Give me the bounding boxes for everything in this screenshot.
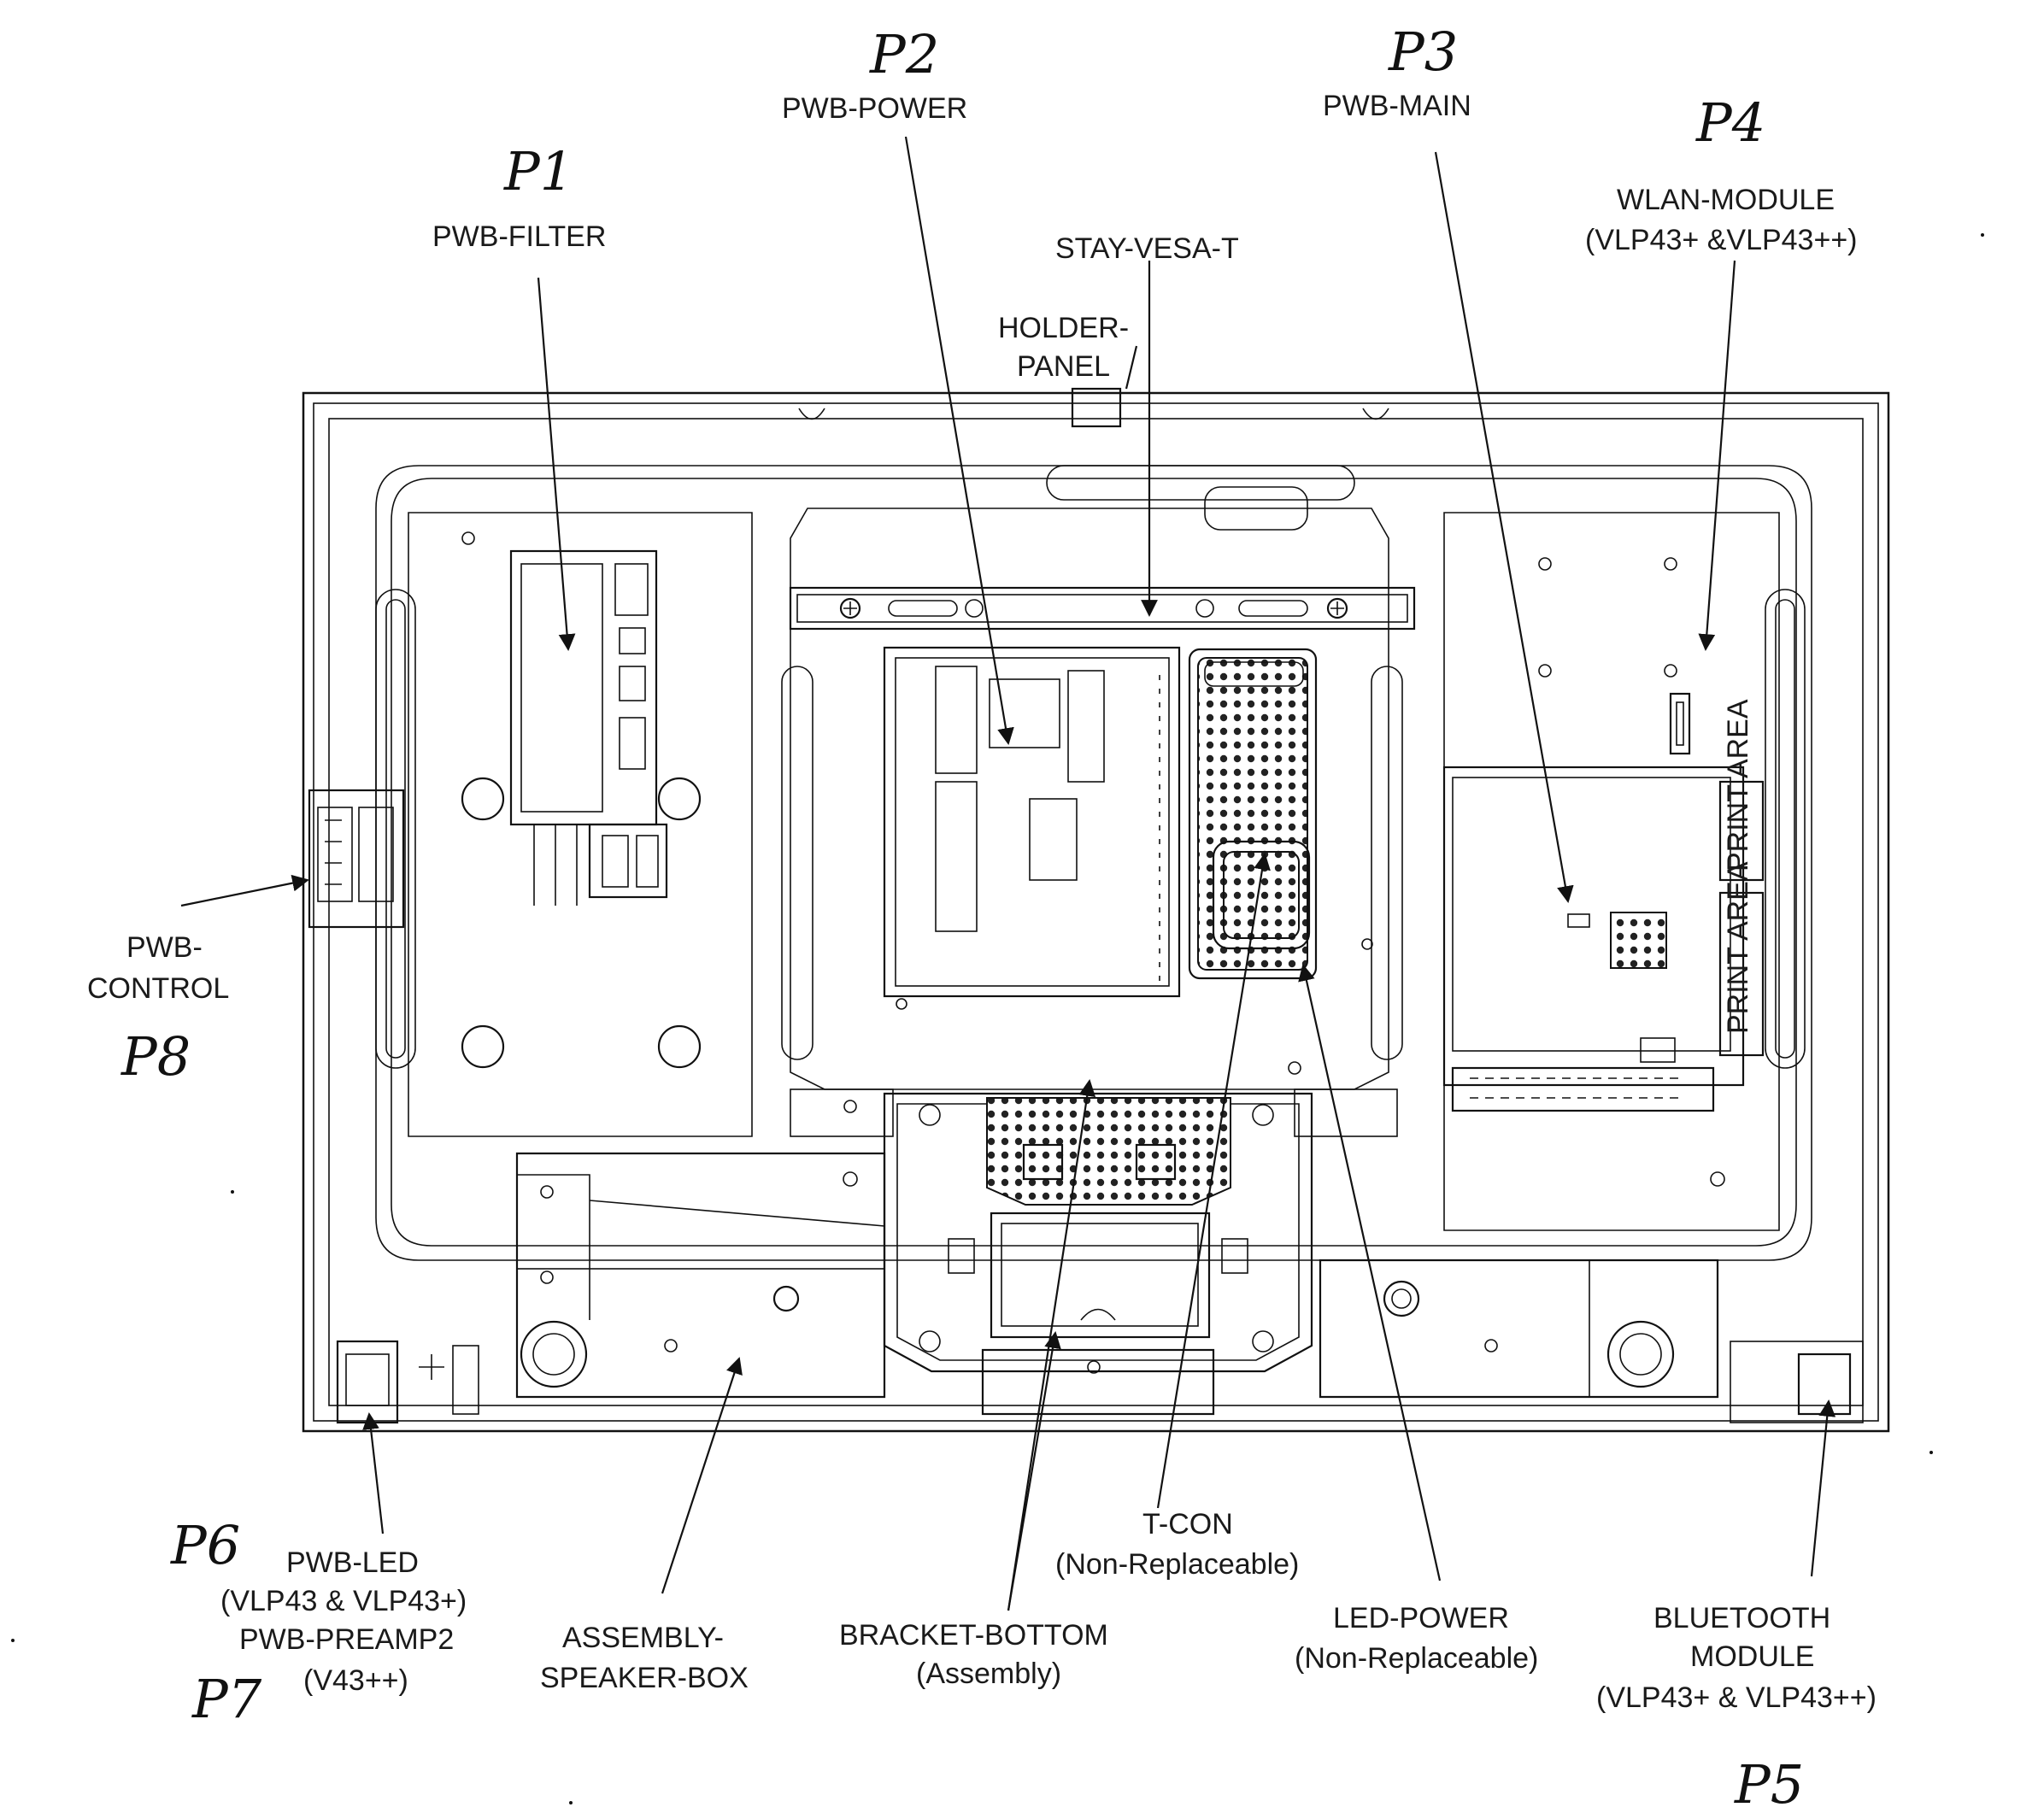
label-bluetooth-line2: MODULE <box>1690 1640 1814 1673</box>
tv-chassis <box>302 387 1890 1433</box>
marker-p6: P6 <box>170 1514 240 1576</box>
speaker-box-right <box>1319 1259 1719 1399</box>
label-pwb-power: PWB-POWER <box>782 92 967 125</box>
label-pwb-filter: PWB-FILTER <box>432 220 606 253</box>
marker-p2: P2 <box>869 23 939 85</box>
label-led-power-line1: LED-POWER <box>1333 1602 1509 1634</box>
stay-vesa-bar <box>789 586 1416 631</box>
label-pwb-preamp-models: (V43++) <box>303 1664 408 1697</box>
tcon-shield-box <box>1188 648 1318 980</box>
label-pwb-control-line2: CONTROL <box>87 972 229 1005</box>
marker-p7: P7 <box>191 1668 262 1730</box>
reinforcement-channels <box>375 465 1812 1261</box>
label-led-power-line2: (Non-Replaceable) <box>1295 1642 1538 1675</box>
label-bluetooth-line1: BLUETOOTH <box>1653 1602 1830 1634</box>
label-pwb-control-line1: PWB- <box>126 931 203 964</box>
wlan-module-part <box>1669 692 1691 755</box>
marker-p4: P4 <box>1695 91 1765 154</box>
label-pwb-main: PWB-MAIN <box>1323 90 1471 122</box>
marker-p1: P1 <box>503 140 573 202</box>
bluetooth-module-part <box>1730 1341 1864 1423</box>
pwb-led-board <box>336 1340 479 1424</box>
pwb-filter-board <box>509 549 668 906</box>
label-bracket-bottom-line2: (Assembly) <box>916 1658 1061 1690</box>
bracket-bottom-assembly <box>883 1092 1313 1416</box>
scan-specks <box>11 233 1984 1804</box>
pwb-control-board <box>308 789 405 929</box>
callout-labels: PWB-FILTER PWB-POWER PWB-MAIN WLAN-MODUL… <box>87 90 1877 1714</box>
label-stay-vesa-t: STAY-VESA-T <box>1055 232 1239 265</box>
marker-p5: P5 <box>1734 1753 1804 1816</box>
label-holder-panel-line2: PANEL <box>1017 350 1110 383</box>
label-pwb-led-models: (VLP43 & VLP43+) <box>220 1585 467 1617</box>
label-wlan-module: WLAN-MODULE <box>1617 184 1835 216</box>
pwb-power-board <box>883 646 1181 998</box>
label-wlan-models: (VLP43+ &VLP43++) <box>1585 224 1858 256</box>
right-panel-area <box>1361 512 1780 1231</box>
print-area-label-bottom: PRINT AREA <box>1722 861 1754 1034</box>
label-bluetooth-line3: (VLP43+ & VLP43++) <box>1596 1681 1877 1714</box>
label-speaker-box-line1: ASSEMBLY- <box>562 1622 724 1654</box>
left-panel-area <box>408 512 753 1137</box>
label-pwb-led: PWB-LED <box>286 1546 419 1579</box>
bottom-rails <box>790 1088 1398 1137</box>
label-tcon-line1: T-CON <box>1142 1508 1233 1540</box>
label-pwb-preamp2: PWB-PREAMP2 <box>239 1623 454 1656</box>
marker-p8: P8 <box>120 1025 191 1088</box>
label-speaker-box-line2: SPEAKER-BOX <box>540 1662 749 1694</box>
leader-lines <box>180 136 1836 1611</box>
pwb-main-board: PRINT AREA PRINT AREA <box>1442 699 1765 1112</box>
print-area-label-top: PRINT AREA <box>1722 699 1754 871</box>
part-markers: P1 P2 P3 P4 P5 P6 P7 P8 <box>120 21 1804 1816</box>
speaker-box-left <box>515 1152 1675 1399</box>
label-holder-panel-line1: HOLDER- <box>998 312 1129 344</box>
label-bracket-bottom-line1: BRACKET-BOTTOM <box>839 1619 1108 1652</box>
label-tcon-line2: (Non-Replaceable) <box>1055 1548 1299 1581</box>
marker-p3: P3 <box>1388 21 1458 83</box>
